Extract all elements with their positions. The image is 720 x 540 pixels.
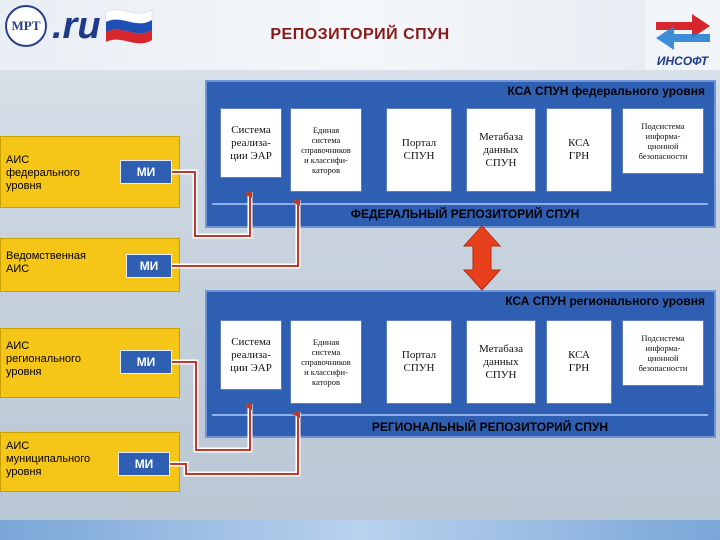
mrt-logo-text: МРТ: [11, 18, 41, 33]
regional-panel-title: КСА СПУН регионального уровня: [505, 294, 705, 308]
russian-flag-icon: [105, 9, 153, 44]
regional-divider: [212, 414, 708, 416]
page-title: РЕПОЗИТОРИЙ СПУН: [270, 26, 450, 43]
federal-divider: [212, 203, 708, 205]
repository-sync-arrow-icon: [462, 225, 502, 291]
ais-federal-mi: МИ: [120, 160, 172, 184]
federal-repository-label: ФЕДЕРАЛЬНЫЙ РЕПОЗИТОРИЙ СПУН: [350, 207, 580, 221]
insoft-arrows-icon: [656, 14, 710, 50]
insoft-label: ИНСОФТ: [656, 54, 709, 68]
mrt-logo: [5, 5, 47, 47]
ais-departmental: [0, 238, 180, 292]
ais-municipal-mi: МИ: [118, 452, 170, 476]
ais-departmental-mi: МИ: [126, 254, 172, 278]
footer-bar: [0, 520, 720, 540]
federal-panel-title: КСА СПУН федерального уровня: [507, 84, 705, 98]
ru-logo: .ru: [52, 5, 101, 47]
regional-repository-label: РЕГИОНАЛЬНЫЙ РЕПОЗИТОРИЙ СПУН: [371, 420, 609, 434]
ais-regional-mi: МИ: [120, 350, 172, 374]
